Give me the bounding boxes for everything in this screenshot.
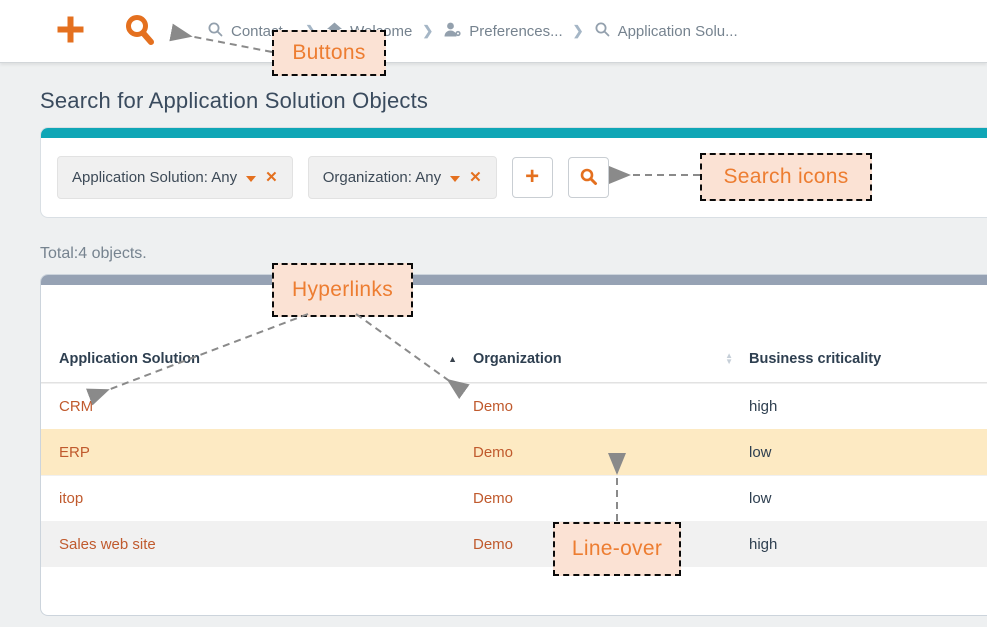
annotation-line-over: Line-over: [553, 522, 681, 576]
annotation-buttons: Buttons: [272, 30, 386, 76]
search-icon: [594, 21, 611, 42]
toolbar-actions: [54, 13, 157, 50]
table-row-hovered: ERP Demo low: [41, 429, 987, 475]
results-total: Total:4 objects.: [40, 245, 987, 263]
filter-chip-label: Application Solution: Any: [72, 169, 237, 186]
column-label: Business criticality: [749, 351, 881, 367]
application-solution-link[interactable]: Sales web site: [59, 536, 473, 553]
annotation-search-icons: Search icons: [700, 153, 872, 201]
remove-filter-icon[interactable]: ✕: [469, 170, 482, 185]
application-solution-link[interactable]: CRM: [59, 398, 473, 415]
business-criticality-value: high: [749, 536, 969, 553]
table-row: CRM Demo high: [41, 383, 987, 429]
column-header-application-solution[interactable]: Application Solution ▲: [59, 351, 473, 367]
add-criterion-button[interactable]: +: [512, 157, 553, 198]
column-label: Organization: [473, 351, 562, 367]
business-criticality-value: low: [749, 490, 969, 507]
application-solution-link[interactable]: itop: [59, 490, 473, 507]
main-content: Search for Application Solution Objects …: [0, 63, 987, 616]
search-icon: [579, 167, 598, 189]
chevron-right-icon: ❯: [422, 23, 433, 39]
table-row: Sales web site Demo high: [41, 521, 987, 567]
global-search-button[interactable]: [123, 13, 157, 50]
sort-both-icon[interactable]: ▲▼: [725, 353, 733, 365]
new-object-button[interactable]: [54, 13, 87, 49]
search-icon: [123, 13, 157, 50]
column-header-organization[interactable]: Organization ▲▼: [473, 351, 749, 367]
table-accent-bar: [41, 275, 987, 285]
page-title: Search for Application Solution Objects: [40, 88, 987, 114]
search-icon: [207, 21, 224, 42]
plus-icon: +: [525, 165, 539, 189]
breadcrumb-item-preferences[interactable]: Preferences...: [443, 21, 562, 42]
top-toolbar: Contact... ❯ Welcome ❯ Preferences... ❯: [0, 0, 987, 63]
organization-link[interactable]: Demo: [473, 490, 749, 507]
breadcrumb-label: Preferences...: [469, 23, 562, 40]
organization-link[interactable]: Demo: [473, 398, 749, 415]
business-criticality-value: low: [749, 444, 969, 461]
chevron-down-icon[interactable]: [246, 176, 256, 182]
chevron-down-icon[interactable]: [450, 176, 460, 182]
business-criticality-value: high: [749, 398, 969, 415]
annotation-hyperlinks: Hyperlinks: [272, 263, 413, 317]
remove-filter-icon[interactable]: ✕: [265, 170, 278, 185]
table-footer-spacer: [41, 567, 987, 615]
filter-chip-organization[interactable]: Organization: Any ✕: [308, 156, 497, 199]
sort-ascending-icon[interactable]: ▲: [448, 354, 457, 364]
filter-chip-application-solution[interactable]: Application Solution: Any ✕: [57, 156, 293, 199]
column-label: Application Solution: [59, 351, 200, 367]
plus-icon: [54, 13, 87, 49]
results-table-panel: Application Solution ▲ Organization ▲▼ B…: [40, 274, 987, 616]
breadcrumb-label: Application Solu...: [618, 23, 738, 40]
application-solution-link[interactable]: ERP: [59, 444, 473, 461]
organization-link[interactable]: Demo: [473, 444, 749, 461]
filter-chip-label: Organization: Any: [323, 169, 441, 186]
user-gear-icon: [443, 21, 462, 42]
chevron-right-icon: ❯: [573, 23, 584, 39]
column-header-business-criticality[interactable]: Business criticality: [749, 351, 969, 367]
panel-accent-bar: [41, 128, 987, 138]
table-row: itop Demo low: [41, 475, 987, 521]
run-search-button[interactable]: [568, 157, 609, 198]
table-header-row: Application Solution ▲ Organization ▲▼ B…: [41, 335, 987, 383]
breadcrumb-item-application-solution[interactable]: Application Solu...: [594, 21, 738, 42]
